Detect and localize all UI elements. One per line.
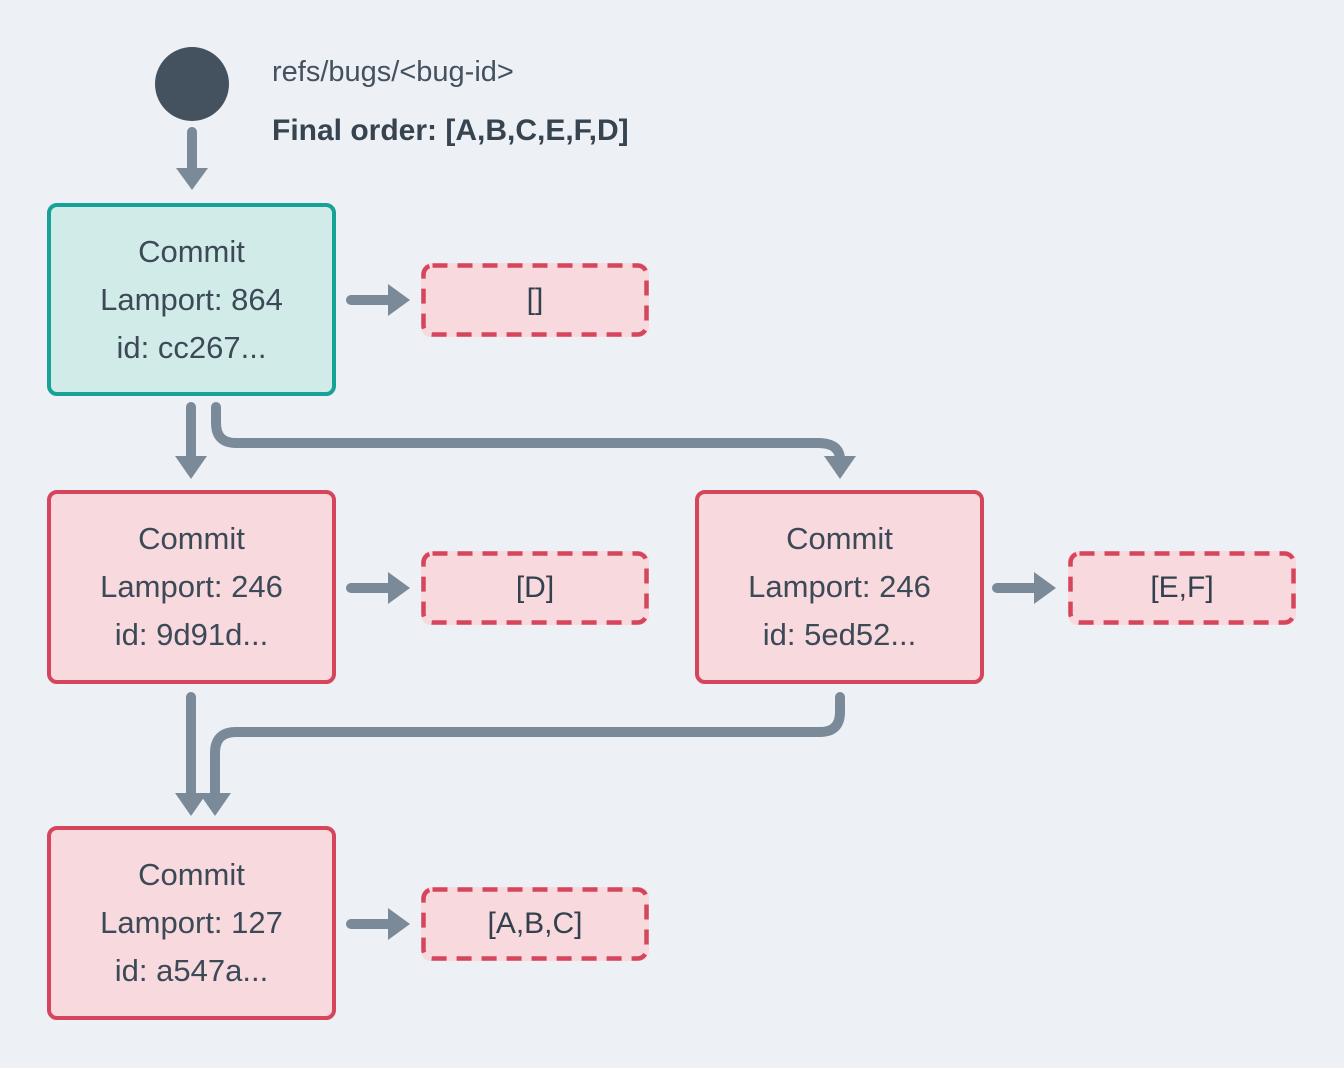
commit-lamport: Lamport: 127 (100, 905, 283, 940)
ops-value: [A,B,C] (487, 907, 583, 940)
ops-box-right: [E,F] (1068, 551, 1296, 625)
commit-node-bottom: Commit Lamport: 127 id: a547a... (47, 826, 336, 1020)
dashed-border (421, 551, 649, 625)
commit-title: Commit (786, 521, 893, 556)
commit-node-left: Commit Lamport: 246 id: 9d91d... (47, 490, 336, 684)
commit-title: Commit (138, 857, 245, 892)
arrowhead-root-to-right-icon (824, 456, 856, 479)
arrowhead-bottom-to-ops-icon (388, 908, 410, 940)
arrowhead-left-to-bottom-icon (175, 793, 207, 816)
arrowhead-root-to-ops-icon (388, 284, 410, 316)
arrowhead-root-to-left-icon (175, 456, 207, 479)
edge-root-to-right (211, 402, 845, 465)
commit-node-right: Commit Lamport: 246 id: 5ed52... (695, 490, 984, 684)
commit-id: id: 9d91d... (114, 617, 269, 652)
ops-box-left: [D] (421, 551, 649, 625)
ops-value: [] (526, 283, 544, 316)
arrowhead-left-to-ops-icon (388, 572, 410, 604)
ops-box-root: [] (421, 263, 649, 337)
dashed-border (421, 887, 649, 961)
commit-id: id: a547a... (114, 953, 269, 988)
dashed-border (1068, 551, 1296, 625)
ref-label: refs/bugs/<bug-id> (272, 56, 514, 88)
arrowhead-right-to-ops-icon (1034, 572, 1056, 604)
arrowhead-ref-to-root-icon (176, 168, 208, 190)
edge-right-to-bottom (210, 692, 845, 798)
ops-value: [E,F] (1150, 571, 1214, 604)
final-order-label: Final order: [A,B,C,E,F,D] (272, 114, 629, 147)
commit-lamport: Lamport: 246 (100, 569, 283, 604)
commit-node-root: Commit Lamport: 864 id: cc267... (47, 203, 336, 396)
commit-lamport: Lamport: 246 (748, 569, 931, 604)
commit-title: Commit (138, 521, 245, 556)
commit-id: id: 5ed52... (762, 617, 917, 652)
commit-id: id: cc267... (116, 329, 267, 365)
commit-title: Commit (138, 233, 245, 269)
ops-value: [D] (515, 571, 555, 604)
ops-box-bottom: [A,B,C] (421, 887, 649, 961)
dashed-border (421, 263, 649, 337)
arrowhead-right-to-bottom-icon (199, 793, 231, 816)
commit-lamport: Lamport: 864 (100, 281, 283, 317)
ref-head-circle (155, 47, 229, 121)
